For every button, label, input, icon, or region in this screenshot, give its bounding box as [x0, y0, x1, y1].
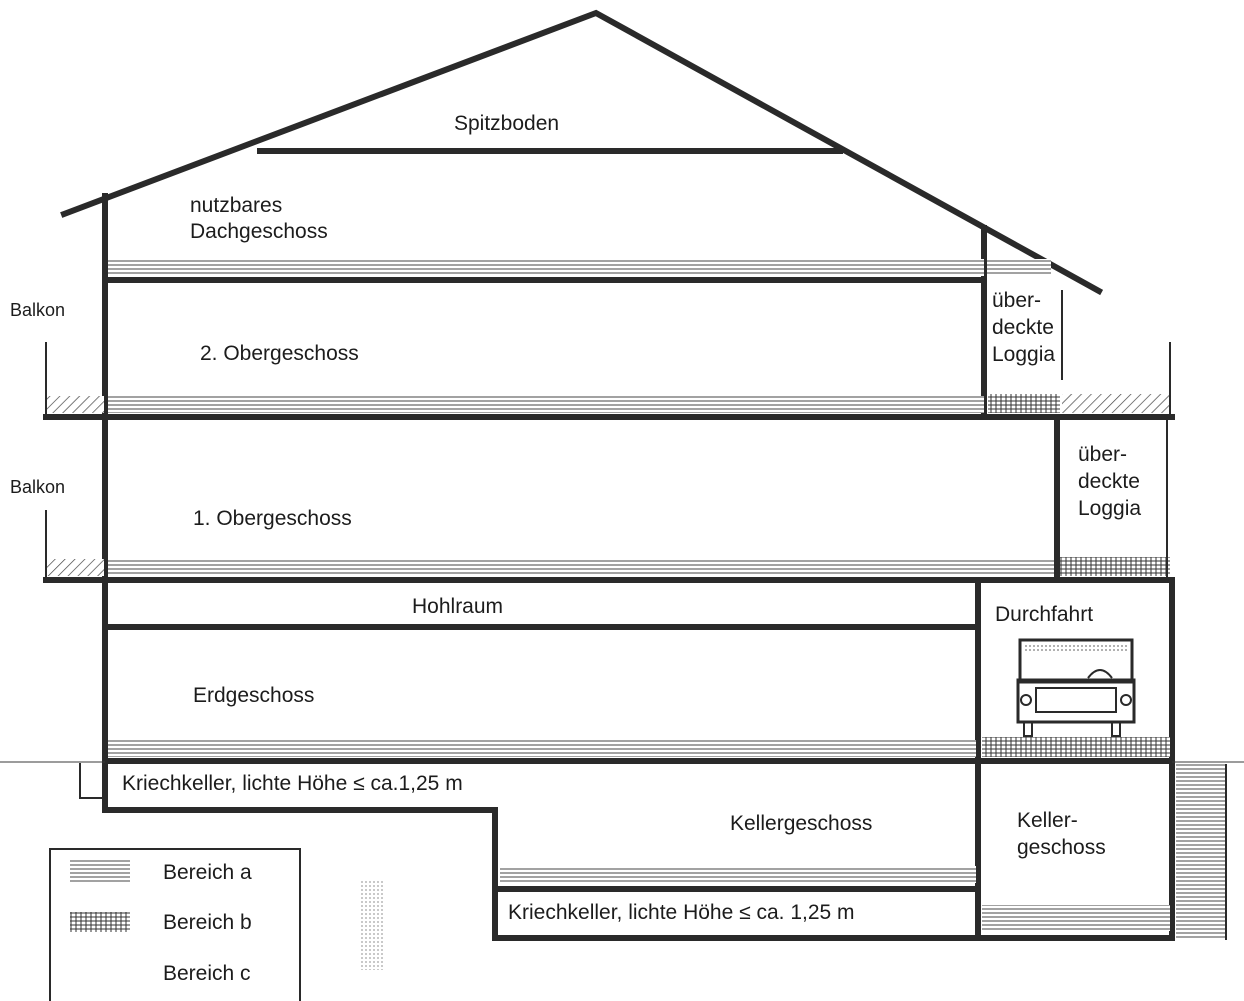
ground-area-a — [108, 740, 976, 757]
label-basement-right-2: geschoss — [1017, 836, 1106, 859]
exterior-stairs — [1176, 764, 1226, 940]
legend-label-c: Bereich c — [163, 962, 251, 985]
label-loggia-upper-1: über- — [992, 289, 1041, 312]
label-loggia-lower-1: über- — [1078, 443, 1127, 466]
label-loggia-upper-3: Loggia — [992, 343, 1055, 366]
legend-label-b: Bereich b — [163, 911, 252, 934]
label-basement: Kellergeschoss — [730, 812, 872, 835]
roof-outline — [60, 9, 1104, 296]
label-basement-right-1: Keller- — [1017, 809, 1078, 832]
label-loggia-lower-2: deckte — [1078, 470, 1140, 493]
label-cavity: Hohlraum — [412, 595, 503, 618]
legend-label-a: Bereich a — [163, 861, 252, 884]
roof — [60, 9, 1104, 296]
label-loggia-lower-3: Loggia — [1078, 497, 1141, 520]
label-passage: Durchfahrt — [995, 603, 1093, 626]
floor2-area-a — [108, 396, 984, 413]
passage-area-b — [982, 737, 1170, 757]
scan-artifact — [360, 880, 384, 970]
legend-swatch-a — [70, 860, 130, 882]
label-attic-usable-2: Dachgeschoss — [190, 220, 328, 243]
label-floor1: 1. Obergeschoss — [193, 507, 352, 530]
balcony-lower-hatch — [46, 559, 104, 576]
label-balcony-lower: Balkon — [10, 477, 65, 497]
basement-right-area-a — [982, 905, 1170, 931]
floor-slabs — [0, 259, 1244, 941]
label-loggia-upper-2: deckte — [992, 316, 1054, 339]
loggia-lower-area-b — [1060, 557, 1170, 576]
floor-labels: Spitzboden nutzbares Dachgeschoss 2. Obe… — [10, 112, 1141, 924]
car-icon — [1016, 638, 1136, 737]
label-floor2: 2. Obergeschoss — [200, 342, 359, 365]
balcony-upper-hatch — [46, 396, 104, 413]
floor1-area-a — [108, 559, 1054, 576]
attic-floor-area-a — [108, 259, 984, 276]
label-crawl-lower: Kriechkeller, lichte Höhe ≤ ca. 1,25 m — [508, 901, 855, 924]
label-ground: Erdgeschoss — [193, 684, 314, 707]
label-attic-peak: Spitzboden — [454, 112, 559, 135]
label-crawl-upper: Kriechkeller, lichte Höhe ≤ ca.1,25 m — [122, 772, 463, 795]
legend: Bereich a Bereich b Bereich c — [49, 848, 301, 1001]
legend-box — [49, 848, 301, 1001]
basement-area-a — [500, 866, 976, 883]
loggia-upper-area-b — [988, 394, 1060, 413]
loggia-upper-hatch — [1062, 394, 1170, 413]
basement-outline — [102, 758, 1175, 941]
label-attic-usable-1: nutzbares — [190, 194, 282, 217]
legend-swatch-b — [70, 912, 130, 932]
label-balcony-upper: Balkon — [10, 300, 65, 320]
